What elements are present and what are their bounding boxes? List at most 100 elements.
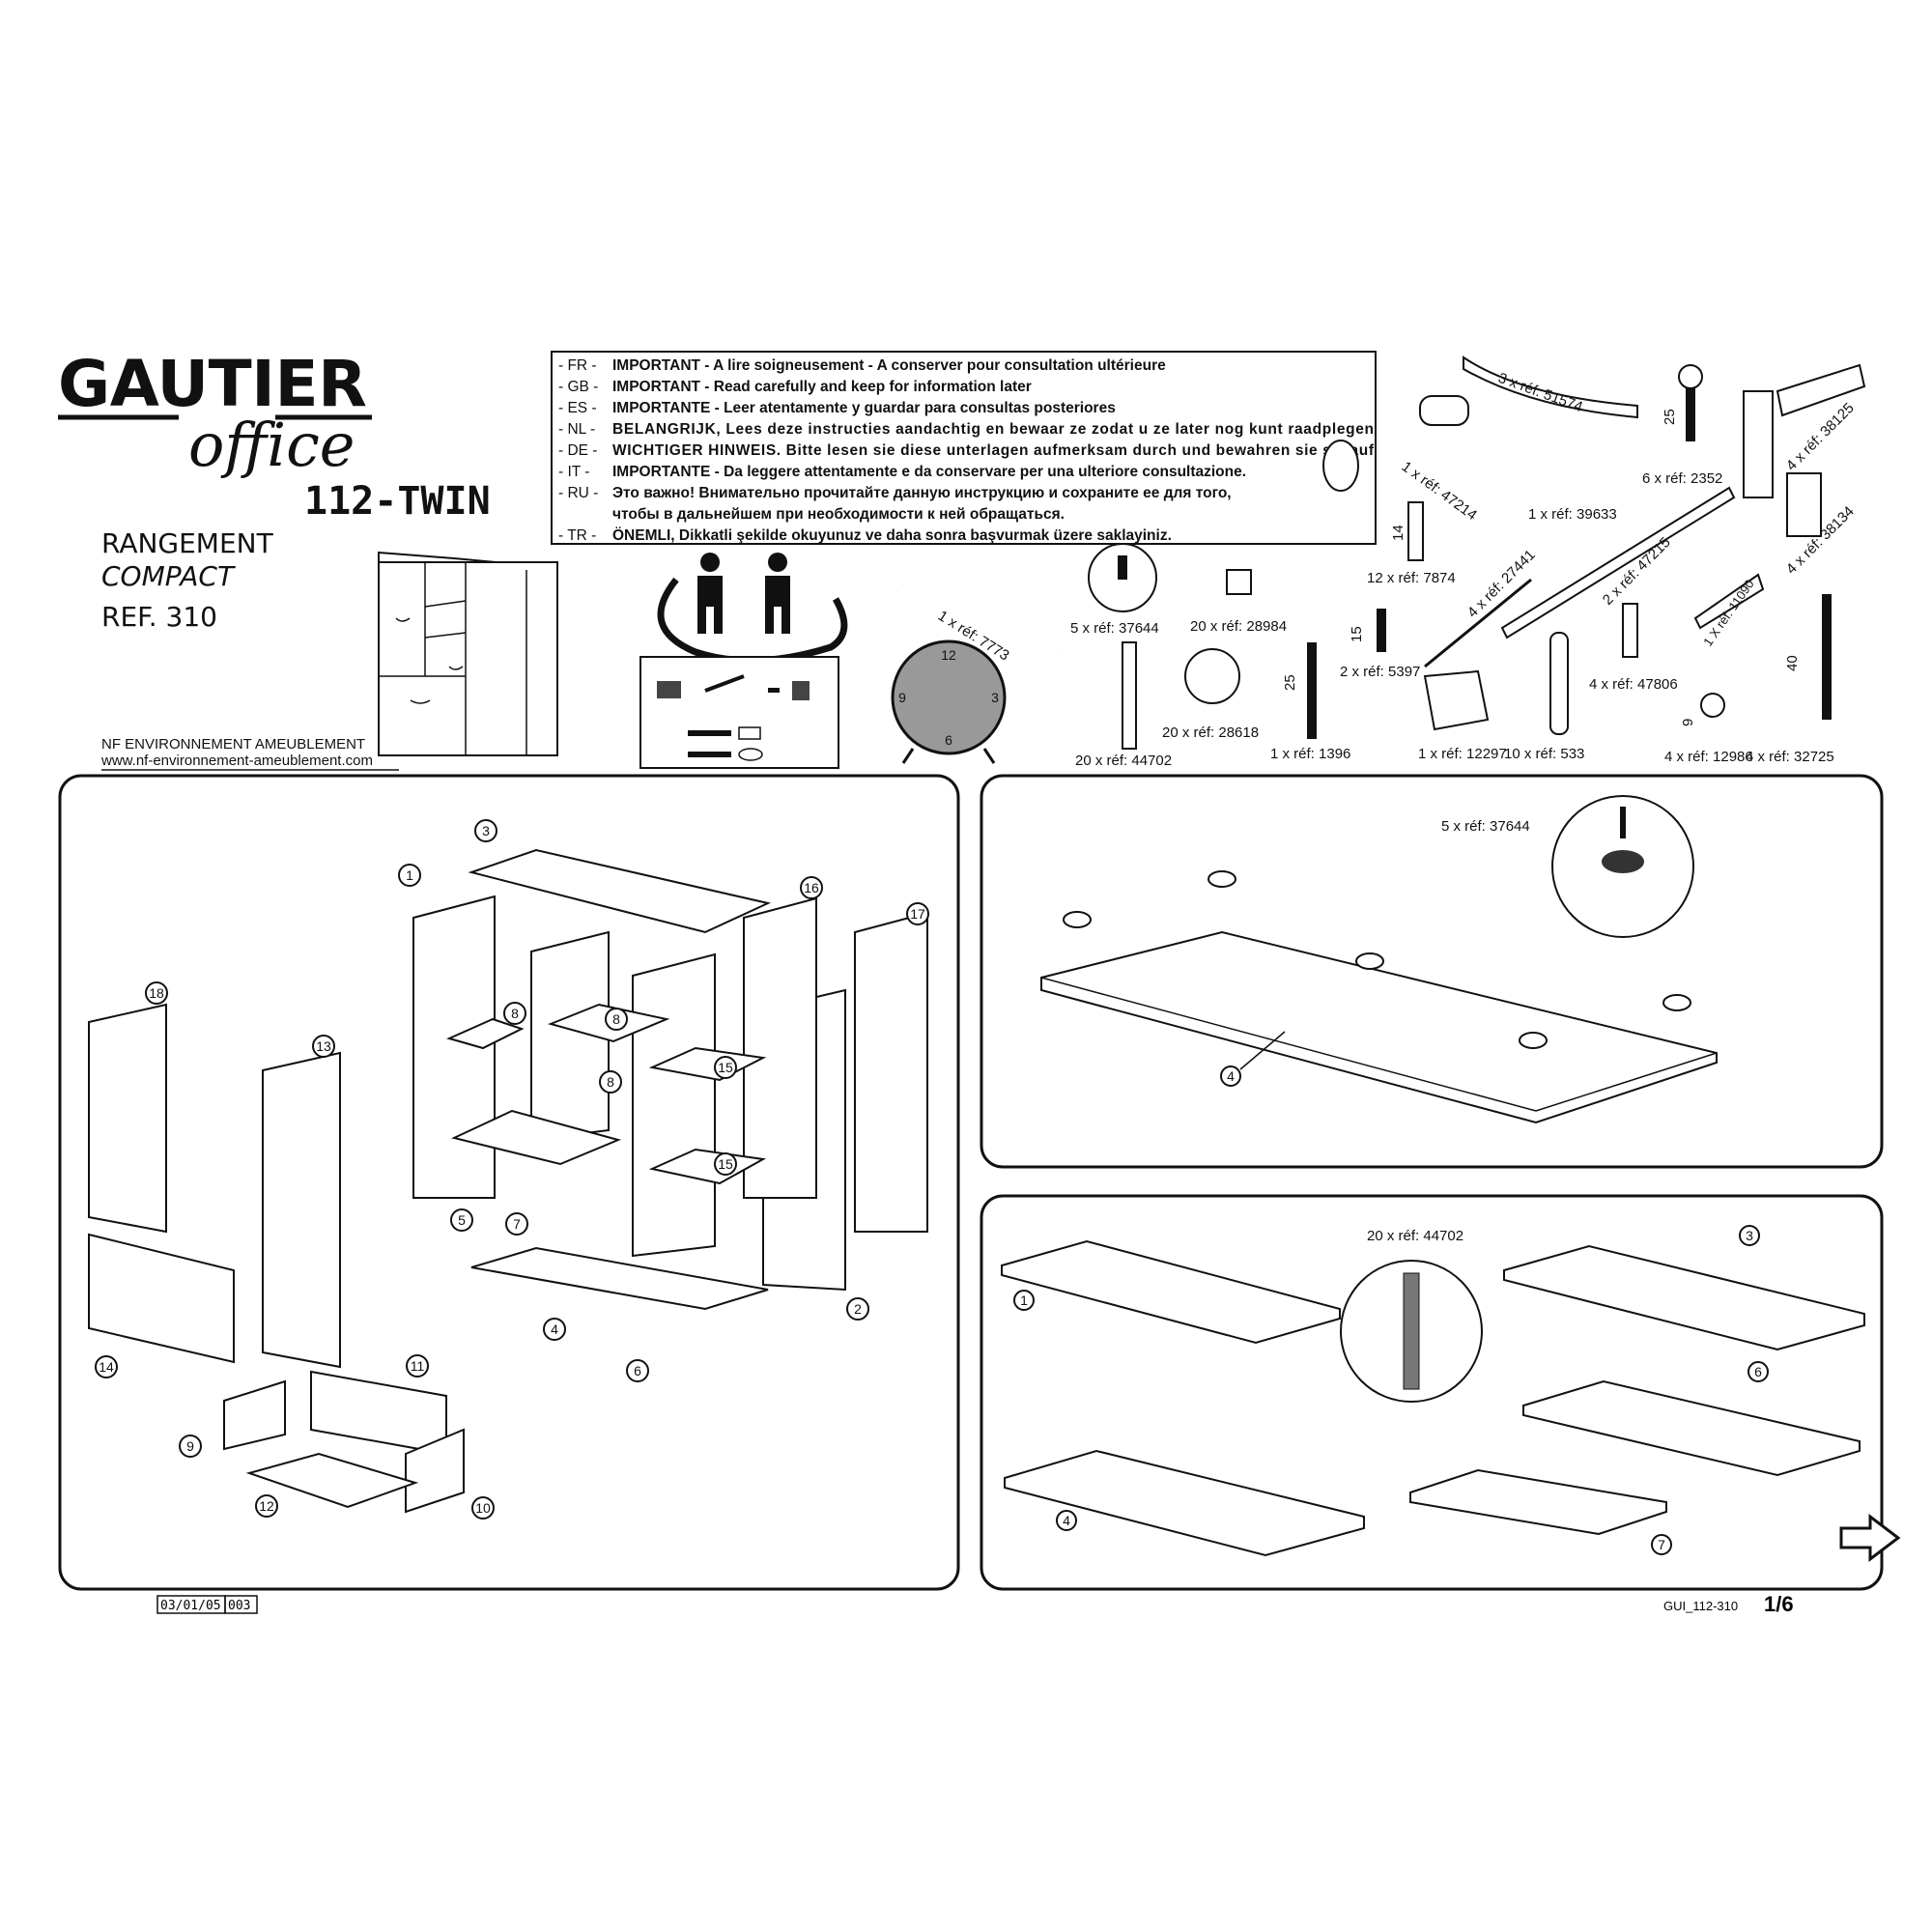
part-callout-circle <box>505 1212 528 1236</box>
hinge-plate-icon <box>1786 472 1822 537</box>
svg-text:- GB -: - GB - <box>558 379 598 395</box>
svg-text:- DE -: - DE - <box>558 442 597 459</box>
svg-text:- TR -: - TR - <box>558 527 596 544</box>
svg-text:3 x réf: 51574: 3 x réf: 51574 <box>1496 370 1585 415</box>
part-callout-circle <box>255 1494 278 1518</box>
svg-text:IMPORTANT - A lire soigneuseme: IMPORTANT - A lire soigneusement - A con… <box>612 357 1166 374</box>
part-callout-circle <box>474 819 497 842</box>
svg-text:3: 3 <box>1746 1228 1753 1243</box>
svg-text:4 x réf: 12986: 4 x réf: 12986 <box>1664 749 1753 765</box>
part-callout-number: 8 <box>607 1074 614 1090</box>
svg-text:25: 25 <box>1662 409 1678 425</box>
part-callout-number: 9 <box>186 1438 194 1454</box>
part-callout-number: 11 <box>411 1358 425 1374</box>
two-persons-icon <box>657 553 848 665</box>
part-callout-number: 4 <box>551 1321 558 1337</box>
part-callout-circle <box>145 981 168 1005</box>
svg-text:- RU -: - RU - <box>558 485 598 501</box>
svg-text:4 x réf: 47806: 4 x réf: 47806 <box>1589 676 1678 693</box>
drawer-runner-icon <box>1500 486 1736 639</box>
svg-text:10 x réf: 533: 10 x réf: 533 <box>1504 746 1584 762</box>
svg-text:1: 1 <box>1020 1293 1028 1308</box>
part-callout-circle <box>312 1035 335 1058</box>
svg-text:1 x réf: 39633: 1 x réf: 39633 <box>1528 506 1617 523</box>
svg-text:BELANGRIJK, Lees deze instruct: BELANGRIJK, Lees deze instructies aandac… <box>612 421 1374 438</box>
handle-icon <box>1463 355 1638 419</box>
product-line1: RANGEMENT <box>101 527 274 559</box>
nf-url[interactable]: www.nf-environnement-ameublement.com <box>100 753 373 769</box>
svg-text:чтобы в дальнейшем при необход: чтобы в дальнейшем при необходимости к н… <box>612 506 1065 523</box>
svg-text:40: 40 <box>1784 655 1801 671</box>
svg-text:20 x réf: 44702: 20 x réf: 44702 <box>1075 753 1172 769</box>
svg-text:9: 9 <box>898 690 906 705</box>
part-callout-circle <box>626 1359 649 1382</box>
document-code: GUI_112-310 <box>1663 1599 1738 1613</box>
svg-text:- FR -: - FR - <box>558 357 597 374</box>
wood-screw-icon <box>1307 642 1317 739</box>
svg-text:IMPORTANTE - Leer atentamente: IMPORTANTE - Leer atentamente y guardar … <box>612 400 1116 416</box>
gautier-office-logo: GAUTIER office <box>58 347 372 480</box>
cam-pin-icon <box>1122 641 1137 750</box>
logo-brand: GAUTIER <box>58 347 367 421</box>
footer-date: 03/01/05 <box>160 1599 221 1613</box>
part-callout-number: 2 <box>854 1301 862 1317</box>
logo-sub: office <box>188 410 355 480</box>
svg-text:IMPORTANTE - Da leggere attent: IMPORTANTE - Da leggere attentamente e d… <box>612 464 1246 480</box>
tools-box <box>639 656 839 769</box>
svg-text:15: 15 <box>1349 626 1365 642</box>
part-callout-number: 10 <box>475 1500 491 1516</box>
svg-text:7: 7 <box>1658 1537 1665 1552</box>
part-callout-circle <box>95 1355 118 1378</box>
small-screw-icon <box>1377 609 1386 652</box>
svg-text:- NL -: - NL - <box>558 421 595 438</box>
feet-icons <box>1063 870 1691 1049</box>
nf-label: NF ENVIRONNEMENT AMEUBLEMENT <box>101 736 365 753</box>
part-callout-circle <box>599 1070 622 1094</box>
svg-text:25: 25 <box>1282 674 1298 691</box>
ring-icon <box>1322 440 1359 492</box>
part-callout-circle <box>906 902 929 925</box>
dowel-screw-icon <box>1407 501 1424 561</box>
svg-text:5 x réf: 37644: 5 x réf: 37644 <box>1070 620 1159 637</box>
svg-text:2 x réf: 5397: 2 x réf: 5397 <box>1340 664 1420 680</box>
part-callout-circle <box>846 1297 869 1321</box>
svg-text:20 x réf: 28984: 20 x réf: 28984 <box>1190 618 1287 635</box>
svg-text:IMPORTANT - Read carefully and: IMPORTANT - Read carefully and keep for … <box>612 379 1032 395</box>
bolt-icon <box>1622 603 1638 658</box>
part-callout-number: 8 <box>612 1011 620 1027</box>
svg-text:1 x réf: 1396: 1 x réf: 1396 <box>1270 746 1350 762</box>
svg-text:ÖNEMLI, Dikkatli şekilde okuyu: ÖNEMLI, Dikkatli şekilde okuyunuz ve dah… <box>612 527 1172 544</box>
wood-dowel-icon <box>1549 632 1569 735</box>
product-line2: COMPACT <box>101 560 236 592</box>
svg-text:12: 12 <box>941 647 956 663</box>
svg-text:- ES -: - ES - <box>558 400 597 416</box>
part-callout-number: 5 <box>458 1212 466 1228</box>
svg-text:3: 3 <box>991 690 999 705</box>
part-callout-circle <box>450 1208 473 1232</box>
footer: 03/01/05 003 GUI_112-310 1/6 <box>156 1592 1794 1616</box>
clock-icon: 123 69 <box>891 639 1007 764</box>
page-number: 1/6 <box>1764 1592 1794 1616</box>
svg-text:20 x réf: 28618: 20 x réf: 28618 <box>1162 724 1259 741</box>
screw-icon <box>1678 364 1703 389</box>
svg-text:4: 4 <box>1227 1068 1235 1084</box>
cabinet-illustration <box>378 551 558 756</box>
part-callout-circle <box>471 1496 495 1520</box>
svg-text:12 x réf: 7874: 12 x réf: 7874 <box>1367 570 1456 586</box>
part-callout-number: 1 <box>406 867 413 883</box>
svg-text:1 x réf: 12297: 1 x réf: 12297 <box>1418 746 1507 762</box>
part-callout-number: 18 <box>149 985 164 1001</box>
exploded-view-panel <box>58 774 960 1591</box>
footer-revision: 003 <box>228 1599 250 1613</box>
lock-icon <box>1419 395 1469 426</box>
important-notice-box: - FR - IMPORTANT - A lire soigneusement -… <box>551 351 1377 545</box>
part-callout-number: 12 <box>259 1498 274 1514</box>
svg-text:4: 4 <box>1063 1513 1070 1528</box>
part-callout-number: 13 <box>316 1038 331 1054</box>
next-page-arrow-icon[interactable] <box>1839 1513 1901 1563</box>
feet-hardware-label: 5 x réf: 37644 <box>1441 818 1530 835</box>
part-callout-number: 17 <box>910 906 925 922</box>
